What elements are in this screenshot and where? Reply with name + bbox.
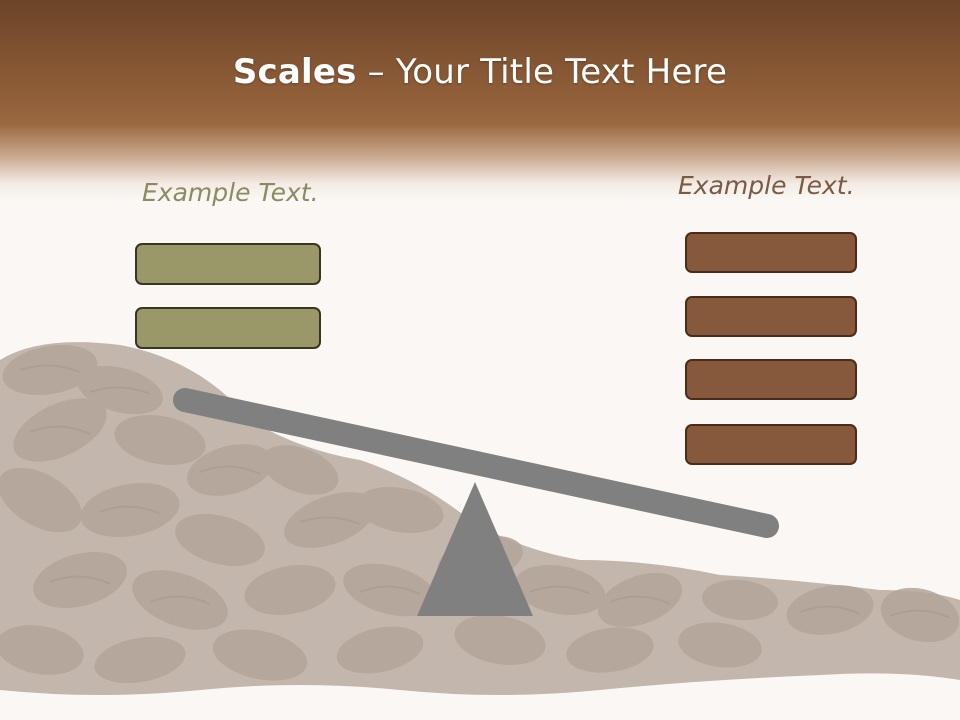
scale-beam[interactable] [173,388,779,538]
right-box-3[interactable] [685,359,857,400]
scale-fulcrum[interactable] [417,482,533,616]
right-box-1[interactable] [685,232,857,273]
left-box-1[interactable] [135,243,321,285]
slide-title[interactable]: Scales – Your Title Text Here [0,52,960,92]
right-column-label[interactable]: Example Text. [678,171,855,200]
left-box-2[interactable] [135,307,321,349]
right-box-2[interactable] [685,296,857,337]
title-rest: – Your Title Text Here [356,52,728,92]
left-column-label[interactable]: Example Text. [142,178,319,207]
right-box-4[interactable] [685,424,857,465]
header-band [0,0,960,200]
title-bold: Scales [232,52,357,92]
